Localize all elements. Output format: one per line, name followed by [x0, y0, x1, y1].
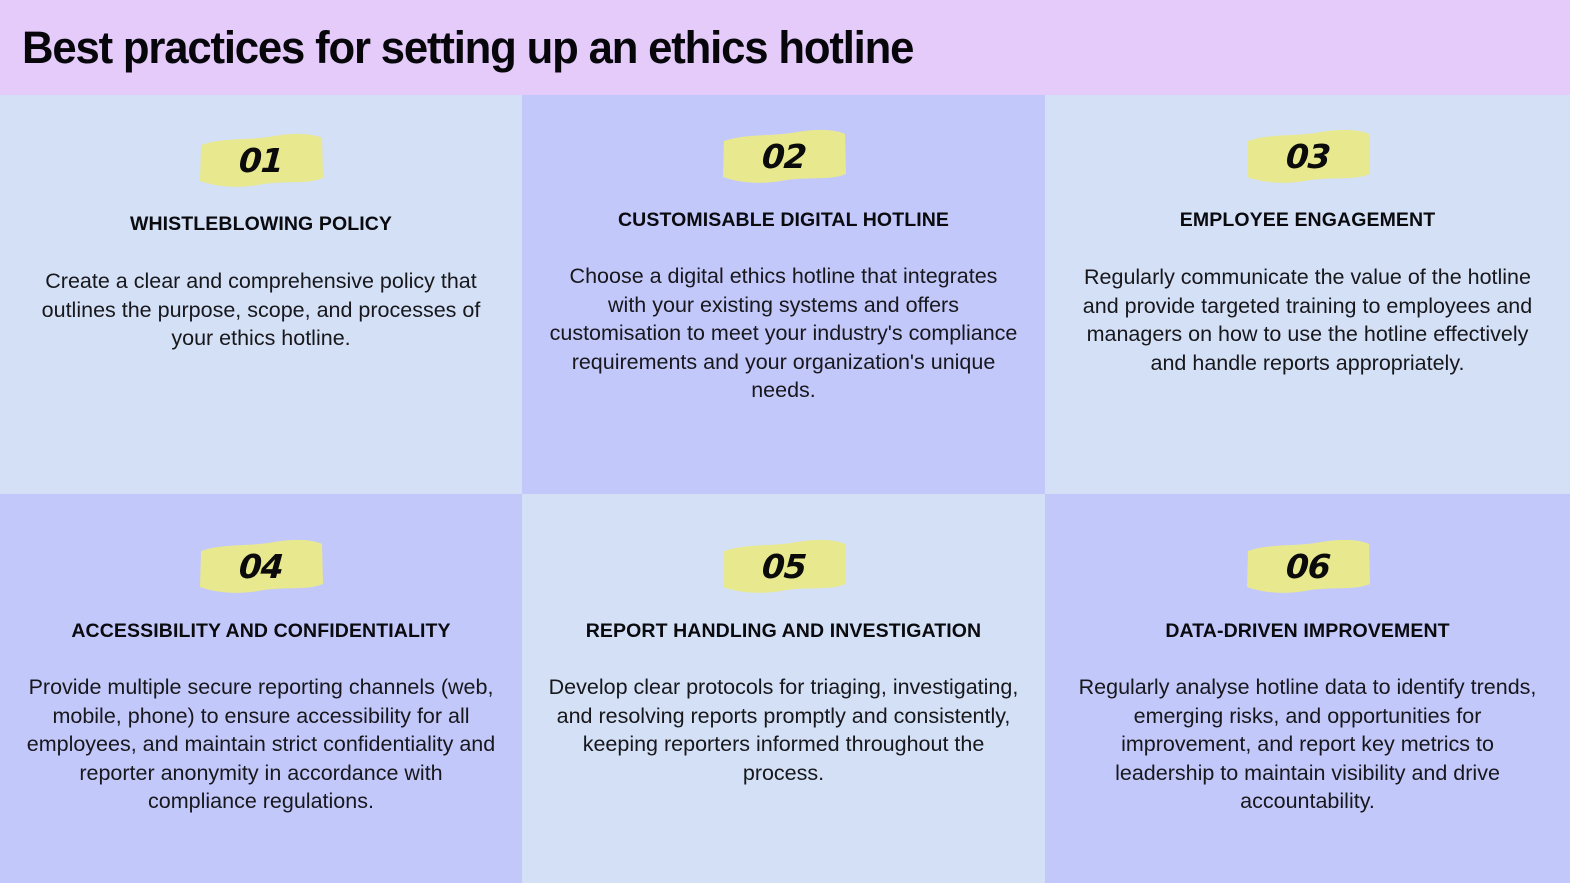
card-04: 04 ACCESSIBILITY AND CONFIDENTIALITY Pro…: [0, 494, 522, 883]
card-01: 01 WHISTLEBLOWING POLICY Create a clear …: [0, 95, 522, 494]
marker-highlight-icon: [1246, 539, 1370, 593]
number-badge-01: 01: [196, 133, 326, 189]
card-heading: WHISTLEBLOWING POLICY: [129, 213, 393, 235]
card-body-text: Regularly analyse hotline data to identi…: [1078, 675, 1537, 813]
card-02: 02 CUSTOMISABLE DIGITAL HOTLINE Choose a…: [522, 95, 1045, 494]
number-badge-label: 03: [1284, 136, 1331, 176]
card-heading: DATA-DRIVEN IMPROVEMENT: [1165, 620, 1450, 642]
number-badge-label: 02: [760, 136, 807, 176]
number-badge-label: 04: [237, 546, 285, 586]
card-body-text: Choose a digital ethics hotline that int…: [549, 264, 1018, 402]
card-body-text: Provide multiple secure reporting channe…: [26, 675, 496, 813]
card-heading: ACCESSIBILITY AND CONFIDENTIALITY: [71, 620, 451, 642]
marker-highlight-icon: [200, 539, 323, 593]
card-heading: EMPLOYEE ENGAGEMENT: [1179, 209, 1436, 231]
card-06: 06 DATA-DRIVEN IMPROVEMENT Regularly ana…: [1045, 494, 1570, 883]
number-badge-06: 06: [1243, 539, 1373, 595]
number-badge-label: 01: [237, 140, 285, 180]
marker-highlight-icon: [722, 539, 846, 593]
card-03: 03 EMPLOYEE ENGAGEMENT Regularly communi…: [1045, 95, 1570, 494]
card-heading: CUSTOMISABLE DIGITAL HOTLINE: [617, 209, 950, 231]
header-band: Best practices for setting up an ethics …: [0, 0, 1570, 95]
number-badge-05: 05: [719, 539, 849, 595]
number-badge-label: 06: [1284, 546, 1331, 586]
card-body-text: Create a clear and comprehensive policy …: [41, 269, 481, 351]
card-body-text: Regularly communicate the value of the h…: [1082, 265, 1533, 375]
number-badge-02: 02: [719, 129, 849, 185]
card-heading: REPORT HANDLING AND INVESTIGATION: [585, 620, 982, 642]
marker-highlight-icon: [1246, 129, 1370, 183]
marker-highlight-icon: [200, 133, 323, 187]
number-badge-03: 03: [1243, 129, 1373, 185]
number-badge-04: 04: [196, 539, 326, 595]
cards-grid: 01 WHISTLEBLOWING POLICY Create a clear …: [0, 95, 1570, 883]
page-title: Best practices for setting up an ethics …: [22, 22, 914, 73]
number-badge-label: 05: [760, 546, 807, 586]
card-body-text: Develop clear protocols for triaging, in…: [548, 675, 1019, 785]
card-05: 05 REPORT HANDLING AND INVESTIGATION Dev…: [522, 494, 1045, 883]
marker-highlight-icon: [722, 129, 846, 183]
